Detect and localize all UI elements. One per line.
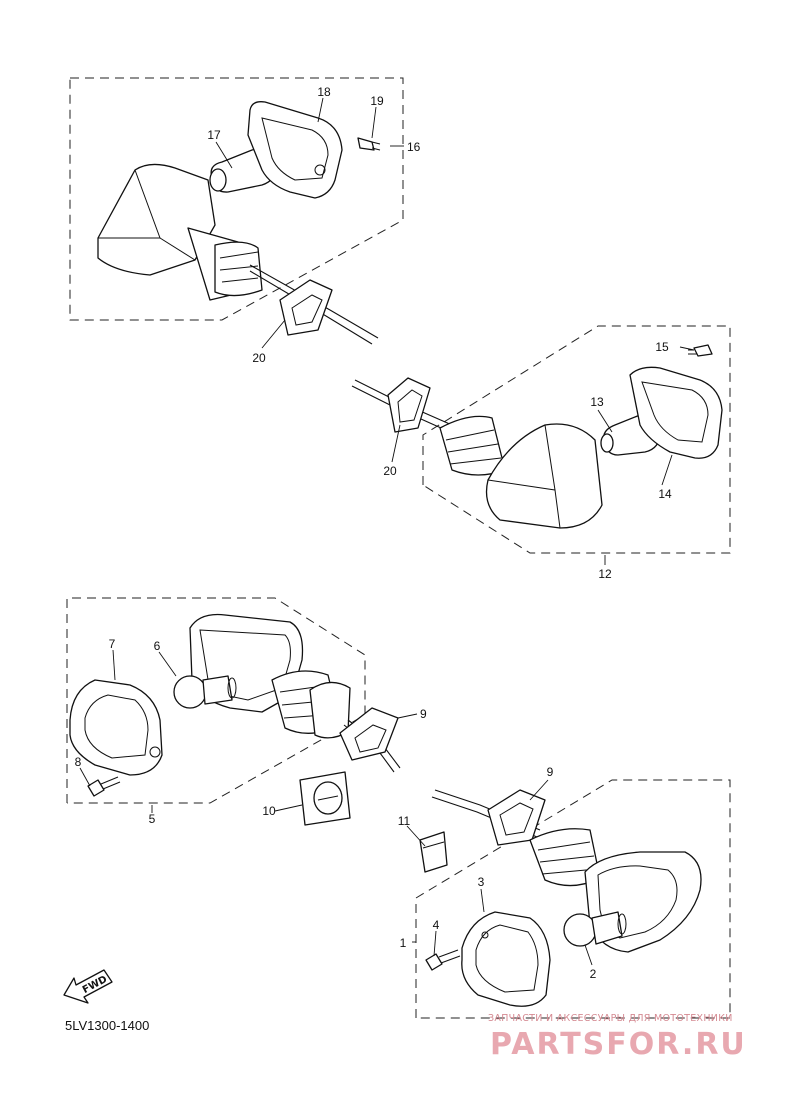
- socket-10: [299, 771, 351, 826]
- bulb-6: [173, 675, 237, 709]
- clip-11: [419, 831, 448, 873]
- watermark: ЗАПЧАСТИ И АКСЕССУАРЫ ДЛЯ МОТОТЕХНИКИ PA…: [488, 1013, 747, 1062]
- screw-15: [688, 344, 713, 357]
- callout-4: 4: [433, 918, 440, 932]
- callout-20-lower: 20: [383, 464, 397, 478]
- screw-8: [87, 776, 121, 797]
- callout-11: 11: [398, 814, 411, 828]
- watermark-brand: PARTSFOR.RU: [490, 1027, 747, 1062]
- diagram-code: 5LV1300-1400: [65, 1018, 149, 1033]
- callout-numbers: 18 19 17 16 20 15 13 14 20 12 7 6 9 8 5 …: [75, 85, 672, 981]
- callout-15: 15: [655, 340, 669, 354]
- callout-5: 5: [149, 812, 156, 826]
- callout-3: 3: [478, 875, 485, 889]
- callout-10: 10: [262, 804, 276, 818]
- grommet-20-lower: [387, 377, 431, 433]
- grommet-20-upper: [279, 279, 333, 336]
- callout-1: 1: [400, 936, 407, 950]
- callout-2: 2: [590, 967, 597, 981]
- callout-19: 19: [370, 94, 384, 108]
- callout-12: 12: [598, 567, 612, 581]
- screw-19: [357, 137, 381, 151]
- callout-6: 6: [154, 639, 161, 653]
- assembly-5-rear-right-flasher: [66, 597, 401, 804]
- callout-18: 18: [317, 85, 331, 99]
- flasher-housing: [485, 423, 603, 529]
- flasher-housing: [97, 163, 216, 276]
- assembly-16-front-right-flasher: [69, 77, 404, 345]
- assembly-12-front-left-flasher: [351, 325, 731, 554]
- lens-14: [629, 366, 723, 459]
- grommet-9-upper: [339, 707, 399, 761]
- grommet-9-lower: [487, 789, 546, 846]
- lens-3: [461, 911, 551, 1007]
- lens-18: [247, 101, 343, 199]
- forward-direction-arrow: FWD: [63, 969, 113, 1004]
- bulb-2: [563, 911, 627, 947]
- leader-lines: [79, 97, 695, 966]
- callout-20-upper: 20: [252, 351, 266, 365]
- callout-17: 17: [207, 128, 221, 142]
- callout-7: 7: [109, 637, 116, 651]
- callout-13: 13: [590, 395, 604, 409]
- callout-9-upper: 9: [420, 707, 427, 721]
- watermark-tagline: ЗАПЧАСТИ И АКСЕССУАРЫ ДЛЯ МОТОТЕХНИКИ: [488, 1013, 733, 1024]
- lens-7: [69, 679, 163, 776]
- assembly-1-rear-left-flasher: [415, 779, 731, 1019]
- callout-8: 8: [75, 755, 82, 769]
- callout-14: 14: [658, 487, 672, 501]
- callout-16: 16: [407, 140, 421, 154]
- screw-4: [425, 949, 461, 971]
- callout-9-lower: 9: [547, 765, 554, 779]
